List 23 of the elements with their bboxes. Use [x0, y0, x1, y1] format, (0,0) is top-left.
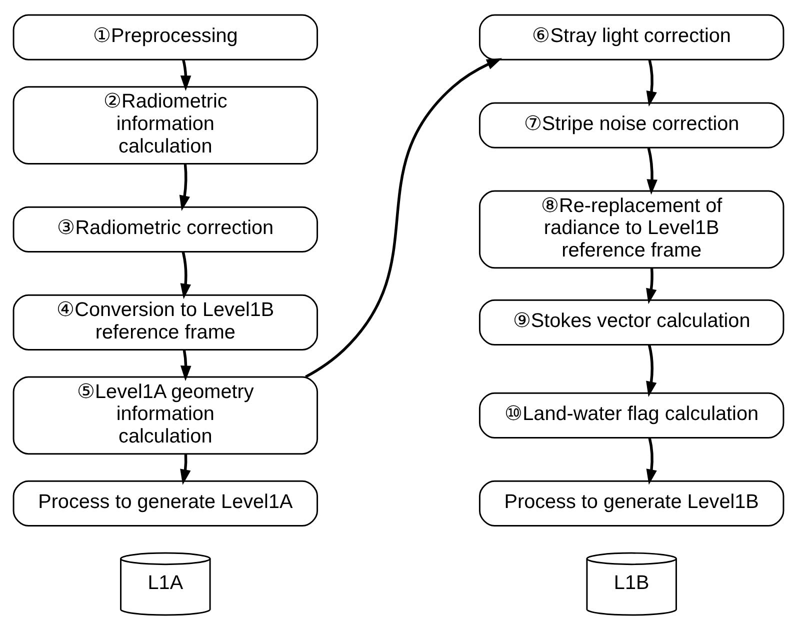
arrow	[180, 350, 192, 382]
arrow	[305, 58, 502, 378]
node-box: ⑨Stokes vector calculation	[478, 299, 784, 346]
node-box: ⑥Stray light correction	[478, 14, 784, 60]
arrow	[646, 438, 657, 485]
arrow	[180, 454, 191, 485]
node-box: Process to generate Level1B	[478, 480, 784, 527]
node-box: ②Radiometric information calculation	[12, 86, 318, 164]
arrow	[646, 268, 657, 304]
arrow	[646, 344, 657, 397]
node-box: Process to generate Level1A	[12, 480, 318, 527]
arrow	[179, 164, 190, 211]
node-box: ⑦Stripe noise correction	[478, 102, 784, 148]
node-box: ⑤Level1A geometry information calculation	[12, 376, 318, 455]
arrow	[646, 59, 657, 107]
node-box: ①Preprocessing	[12, 14, 318, 60]
arrow	[646, 148, 658, 195]
node-box: ⑩Land-water flag calculation	[478, 392, 784, 438]
arrow	[180, 59, 192, 91]
node-box: ③Radiometric correction	[12, 206, 318, 253]
node-box: ⑧Re-replacement of radiance to Level1B reference frame	[478, 190, 784, 269]
node-box: ④Conversion to Level1B reference frame	[12, 294, 318, 350]
arrow	[180, 252, 191, 300]
